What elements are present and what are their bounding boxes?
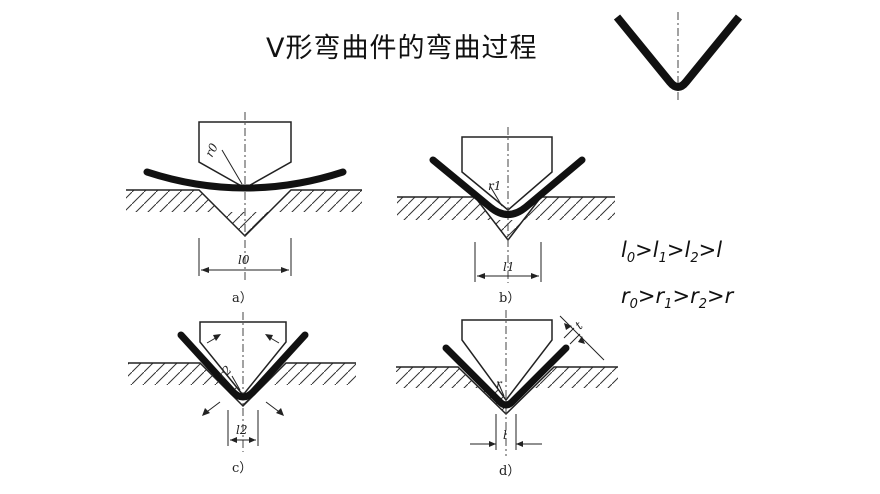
panel-caption: a） — [232, 291, 253, 306]
width-label: l0 — [238, 253, 250, 267]
length-inequality: l0>l1>l2>l — [621, 238, 722, 266]
finished-v-part — [613, 12, 743, 100]
r0-subscript: 0 — [629, 297, 638, 313]
panel-caption: d） — [499, 464, 520, 479]
l2-symbol: l — [684, 238, 691, 262]
radius-leader — [221, 149, 243, 185]
radius-label: r — [496, 377, 503, 391]
radius-label: r0 — [202, 141, 221, 160]
panel-a: r0 l0 a） — [126, 112, 362, 306]
l0-subscript: 0 — [626, 251, 636, 267]
thickness-extension — [563, 327, 575, 339]
radius-leader — [231, 375, 241, 391]
gt-sign: > — [666, 238, 685, 262]
width-label: l — [503, 428, 507, 442]
force-arrowhead — [265, 334, 273, 341]
die-hatch — [128, 363, 356, 406]
force-arrowhead — [276, 408, 284, 416]
die-hatch — [397, 197, 615, 240]
panel-caption: c） — [232, 461, 252, 476]
panel-d: r t l d） — [396, 310, 618, 479]
radius-inequality: r0>r1>r2>r — [621, 284, 733, 312]
sheet-bent — [442, 344, 570, 409]
radius-leader — [497, 381, 505, 397]
r0-symbol: r — [621, 284, 630, 308]
gt-sign: > — [706, 284, 725, 308]
sheet-blank — [143, 168, 347, 192]
punch — [199, 321, 287, 397]
r1-subscript: 1 — [664, 297, 673, 313]
r1-symbol: r — [655, 284, 665, 308]
dimension-arrows — [489, 441, 523, 447]
panel-caption: b） — [499, 291, 520, 306]
finished-part-shape — [613, 14, 743, 91]
width-label: l1 — [503, 260, 514, 274]
r-symbol: r — [724, 284, 734, 308]
l2-subscript: 2 — [690, 251, 699, 267]
gt-sign: > — [672, 284, 691, 308]
die-profile — [128, 362, 356, 408]
l1-subscript: 1 — [658, 251, 667, 267]
sheet-bending — [429, 156, 586, 218]
l0-symbol: l — [621, 238, 627, 262]
thickness-arrows — [564, 323, 585, 344]
gt-sign: > — [635, 238, 653, 262]
sheet-bending — [177, 331, 309, 401]
radius-label: r1 — [488, 179, 501, 193]
die-hatch — [126, 190, 362, 236]
gt-sign: > — [698, 238, 717, 262]
dimension-arrows — [230, 437, 256, 443]
page-title: V形弯曲件的弯曲过程 — [266, 33, 538, 64]
gt-sign: > — [637, 284, 656, 308]
l-symbol: l — [716, 238, 723, 262]
panel-b: r1 l1 b） — [397, 127, 615, 306]
l1-symbol: l — [652, 238, 659, 262]
force-arrowhead — [213, 334, 221, 341]
punch — [461, 136, 553, 211]
width-label: l2 — [236, 423, 247, 437]
radius-leader — [489, 185, 503, 207]
force-arrowhead — [202, 408, 210, 416]
thickness-extension — [569, 333, 581, 345]
panel-c: r2 l2 c） — [128, 312, 356, 476]
r2-subscript: 2 — [698, 297, 707, 313]
r2-symbol: r — [690, 284, 699, 308]
punch — [461, 319, 553, 402]
